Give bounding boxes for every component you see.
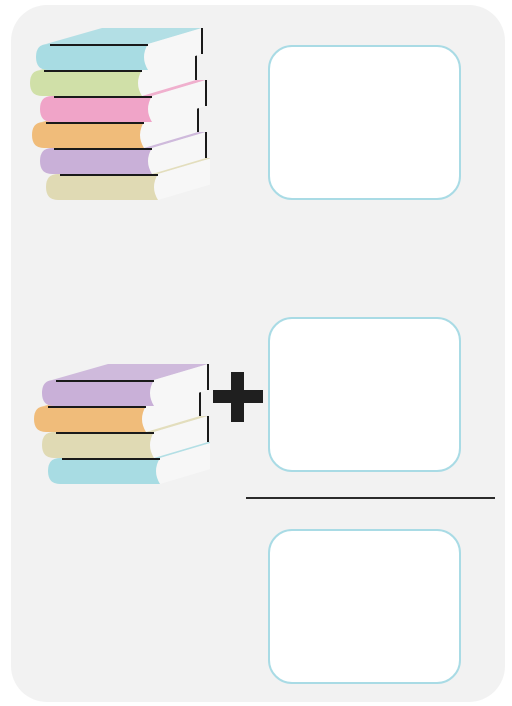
book-stack-bottom — [30, 360, 210, 490]
answer-box-bottom[interactable] — [268, 529, 461, 684]
book-stack-top-illustration — [26, 24, 210, 206]
plus-icon — [213, 372, 263, 422]
book-stack-bottom-illustration — [30, 360, 210, 490]
book-stack-top — [26, 24, 210, 206]
sum-line — [246, 497, 495, 499]
answer-box-top[interactable] — [268, 45, 461, 200]
answer-box-middle[interactable] — [268, 317, 461, 472]
